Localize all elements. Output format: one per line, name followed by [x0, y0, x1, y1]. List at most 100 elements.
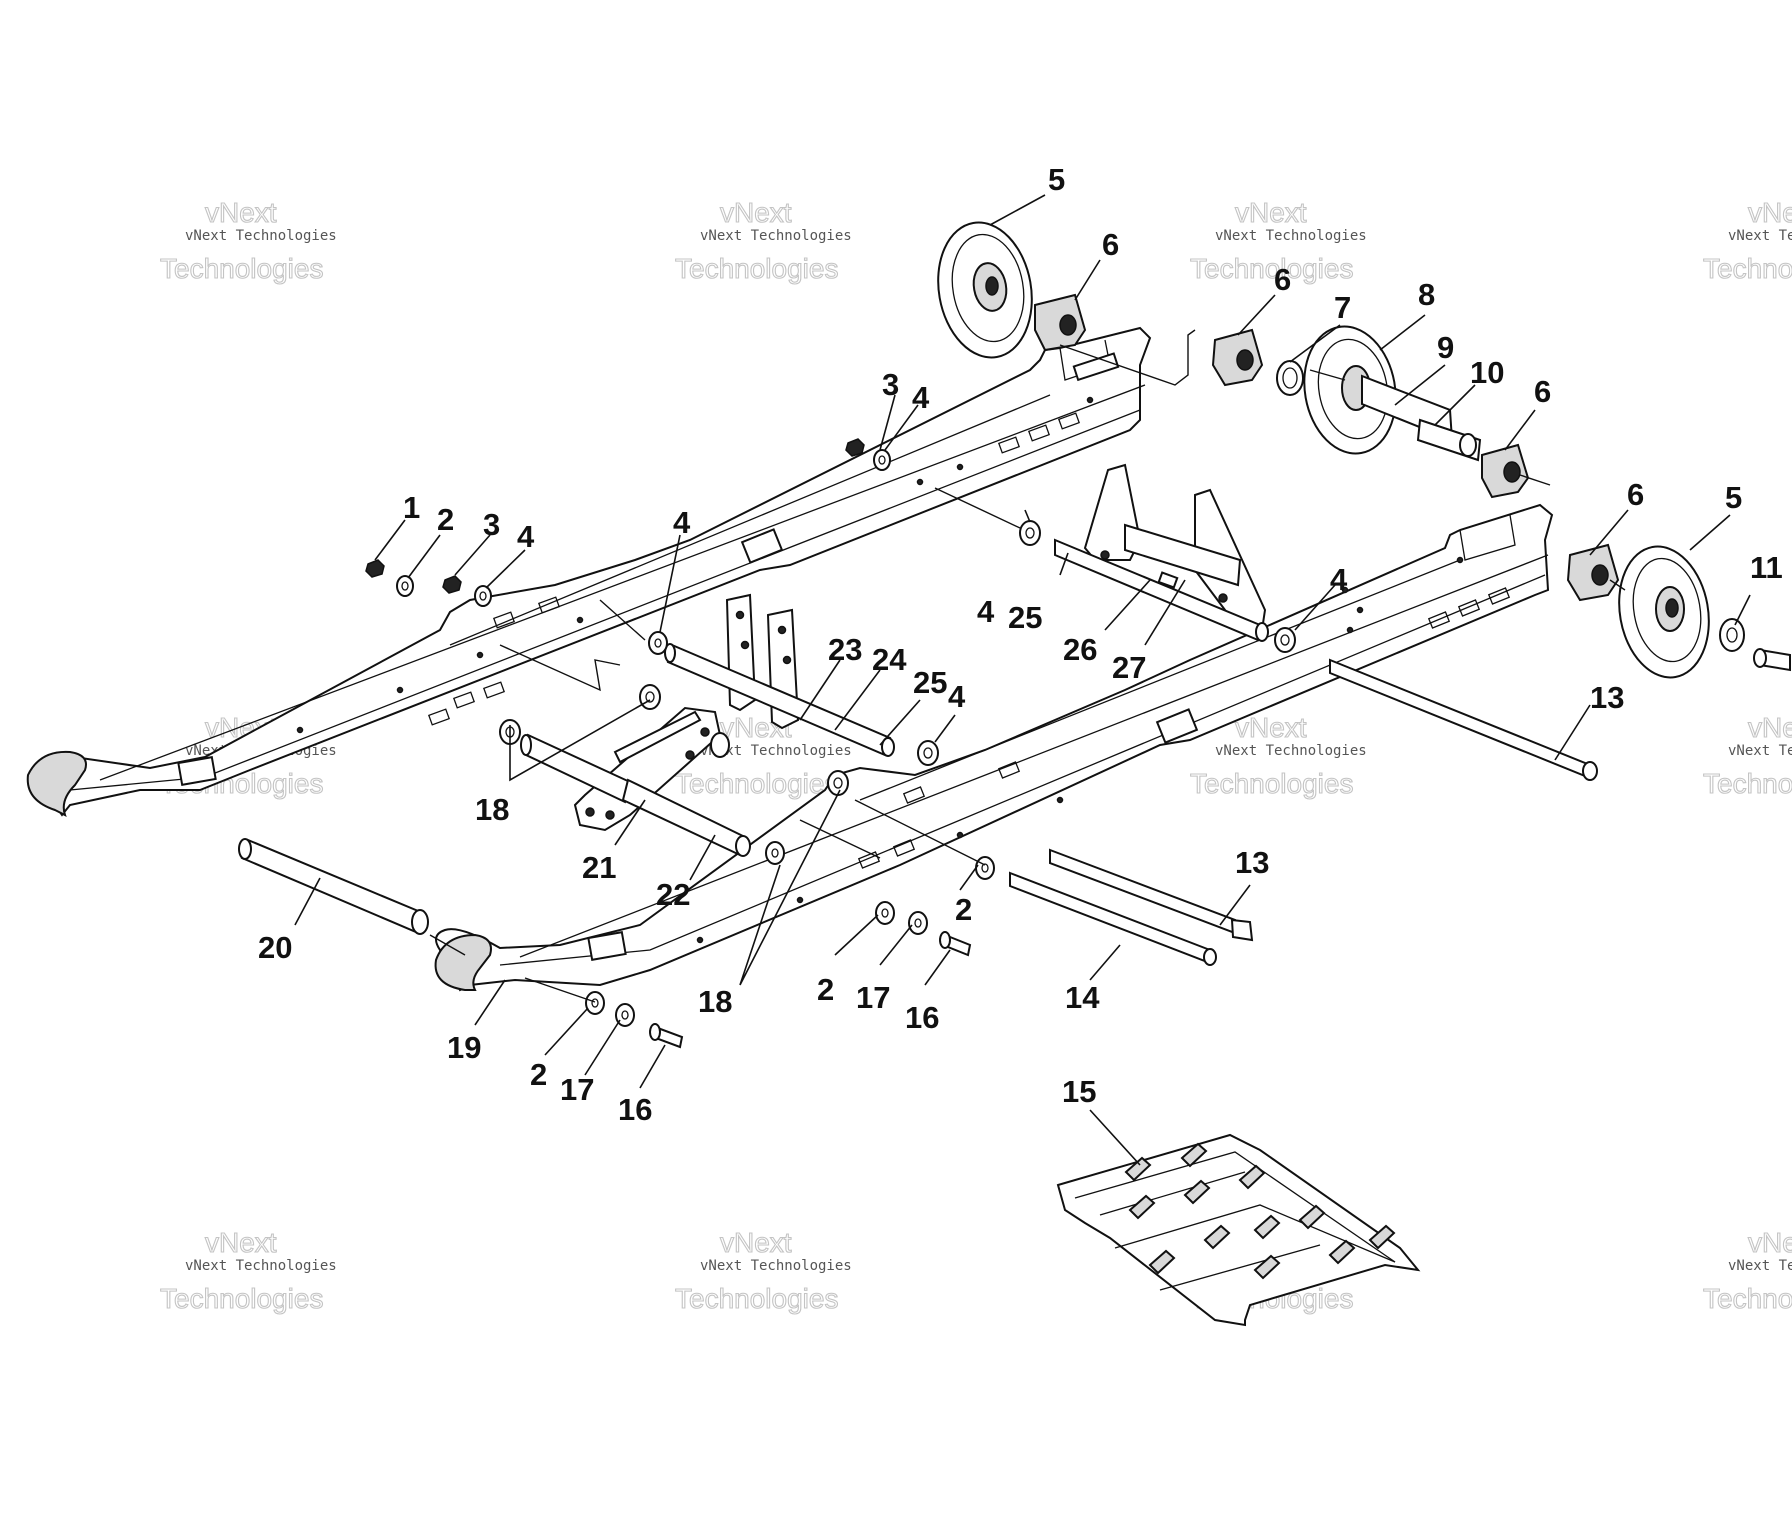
- callout-label: 25: [1008, 600, 1042, 635]
- watermark: vNext vNext Technologies Technologies: [159, 196, 337, 284]
- front-arm: [664, 593, 895, 757]
- idler-wheel: [937, 221, 1033, 359]
- bolt: [1753, 648, 1791, 672]
- callout-label: 10: [1470, 355, 1504, 390]
- callout-label: 18: [475, 792, 509, 827]
- watermark: vNext vNext Technologies Technologies: [1189, 196, 1367, 284]
- bearing-housing: [1211, 328, 1264, 387]
- bearing-housing: [1566, 543, 1620, 602]
- callout-label: 4: [912, 380, 930, 415]
- watermark-brand: vNext: [1235, 197, 1307, 228]
- callout-label: 9: [1437, 330, 1454, 365]
- watermark-brand: vNext: [720, 1227, 792, 1258]
- callout-label: 21: [582, 850, 616, 885]
- watermark-big: Technologies: [160, 253, 323, 284]
- callout-label: 17: [560, 1072, 594, 1107]
- watermark: vNext vNext Technologies Technologies: [674, 1226, 852, 1314]
- washer: [1719, 618, 1745, 652]
- callout-label: 16: [905, 1000, 939, 1035]
- callout-label: 5: [1048, 162, 1065, 197]
- bearing-housing: [1034, 293, 1087, 352]
- washer: [827, 770, 849, 796]
- washer: [1274, 627, 1296, 653]
- watermark-line: vNext Technologies: [1215, 743, 1367, 759]
- watermark-big: Technologies: [1190, 768, 1353, 799]
- center-wheel: [1303, 325, 1482, 462]
- watermark-brand: vNext: [1748, 1227, 1792, 1258]
- left-rail: [26, 326, 1152, 817]
- callout-label: 25: [913, 665, 947, 700]
- watermark-line: vNext Technologies: [700, 1258, 852, 1274]
- watermark-line: vNext Technologies: [700, 743, 852, 759]
- rear-arm: [1054, 463, 1269, 642]
- watermark-brand: vNext: [205, 1227, 277, 1258]
- cross-shaft-13: [1049, 848, 1254, 942]
- bearing-housing: [1481, 443, 1530, 499]
- spacer-ring: [1276, 360, 1304, 396]
- rear-cross-shaft: [1329, 658, 1598, 781]
- washer: [917, 740, 939, 766]
- cross-shaft-14: [1009, 871, 1217, 966]
- watermark-big: Technologies: [1190, 253, 1353, 284]
- callout-label: 4: [517, 519, 535, 554]
- callout-label: 11: [1750, 550, 1783, 585]
- right-rail: [434, 503, 1554, 992]
- callout-label: 2: [530, 1057, 547, 1092]
- callout-label: 15: [1062, 1074, 1096, 1109]
- pivot-arm: [520, 706, 751, 857]
- idler-wheel: [1618, 545, 1710, 679]
- callout-label: 22: [656, 877, 690, 912]
- watermark: vNext vNext Technologies Technologies: [1702, 1226, 1792, 1314]
- callout-label: 14: [1065, 980, 1100, 1015]
- callout-label: 18: [698, 984, 732, 1019]
- watermark-big: Technologies: [675, 768, 838, 799]
- washer: [1019, 520, 1041, 546]
- callout-label: 6: [1102, 227, 1119, 262]
- watermark-line: vNext Technologies: [1728, 228, 1792, 244]
- watermark-big: Technologies: [675, 1283, 838, 1314]
- watermark-line: vNext Technologies: [1215, 228, 1367, 244]
- watermark-line: vNext Technologies: [1728, 743, 1792, 759]
- callout-label: 7: [1334, 290, 1351, 325]
- callout-label: 4: [948, 679, 966, 714]
- callout-label: 3: [882, 367, 899, 402]
- callout-label: 6: [1534, 374, 1551, 409]
- watermark-brand: vNext: [205, 197, 277, 228]
- watermark-big: Technologies: [1703, 253, 1792, 284]
- watermark: vNext vNext Technologies Technologies: [1702, 711, 1792, 799]
- callout-label: 4: [1330, 562, 1348, 597]
- watermark: vNext vNext Technologies Technologies: [1189, 711, 1367, 799]
- explode-lines: [429, 329, 1626, 1003]
- watermark-big: Technologies: [675, 253, 838, 284]
- watermark-brand: vNext: [1748, 197, 1792, 228]
- callout-label: 2: [817, 972, 834, 1007]
- callout-label: 4: [673, 505, 691, 540]
- callout-label: 4: [977, 594, 995, 629]
- watermark-line: vNext Technologies: [185, 228, 337, 244]
- callout-label: 20: [258, 930, 292, 965]
- callout-label: 1: [403, 490, 420, 525]
- callout-label: 8: [1418, 277, 1435, 312]
- callout-label: 26: [1063, 632, 1097, 667]
- watermark: vNext vNext Technologies Technologies: [159, 1226, 337, 1314]
- watermark-line: vNext Technologies: [1728, 1258, 1792, 1274]
- watermark-big: Technologies: [1703, 768, 1792, 799]
- callout-label: 19: [447, 1030, 481, 1065]
- front-tube-20: [238, 838, 429, 935]
- watermark: vNext vNext Technologies Technologies: [1702, 196, 1792, 284]
- callout-label: 17: [856, 980, 890, 1015]
- callout-label: 13: [1235, 845, 1269, 880]
- watermark-big: Technologies: [160, 1283, 323, 1314]
- leader-lines: [294, 194, 1751, 1166]
- watermark-brand: vNext: [720, 197, 792, 228]
- callout-label: 2: [437, 502, 454, 537]
- watermark-line: vNext Technologies: [700, 228, 852, 244]
- callout-label: 6: [1627, 477, 1644, 512]
- watermarks: vNext vNext Technologies Technologies vN…: [159, 196, 1792, 1314]
- callout-label: 27: [1112, 650, 1146, 685]
- callout-label: 23: [828, 632, 862, 667]
- watermark-brand: vNext: [1748, 712, 1792, 743]
- callout-label: 2: [955, 892, 972, 927]
- watermark-line: vNext Technologies: [185, 1258, 337, 1274]
